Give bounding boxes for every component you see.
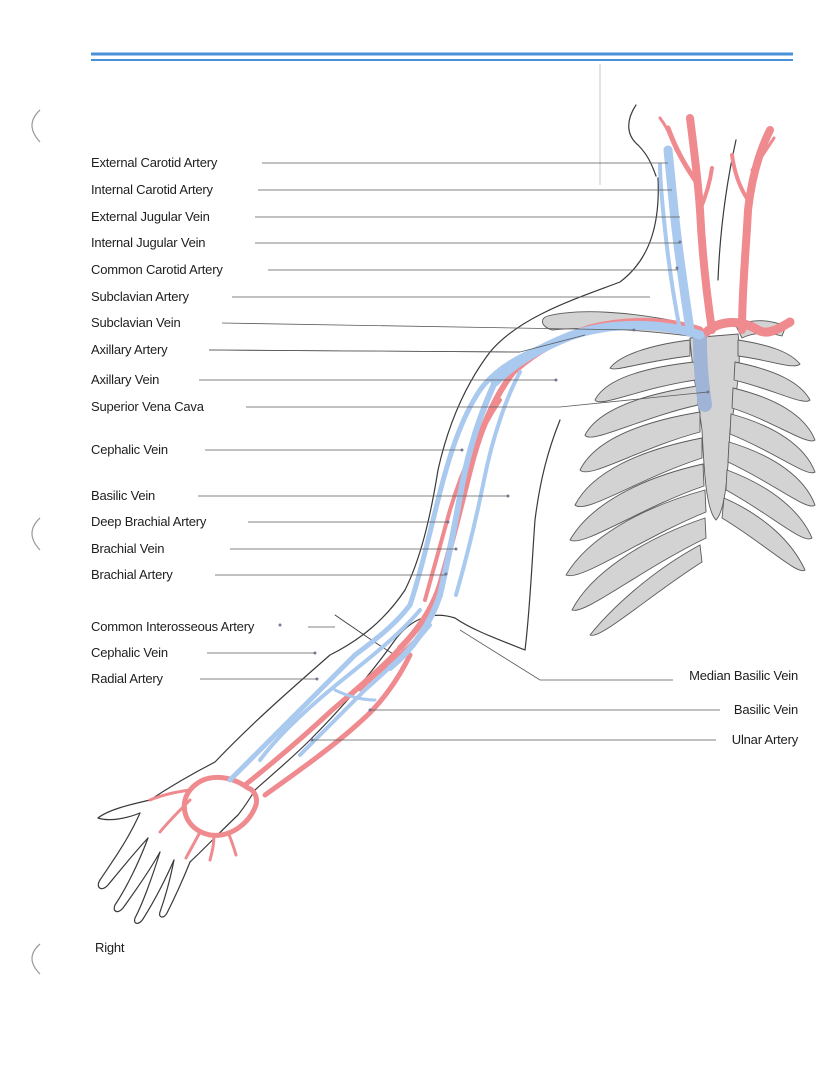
label-common-carotid-artery: Common Carotid Artery (91, 262, 223, 277)
label-common-interosseous-artery: Common Interosseous Artery (91, 619, 254, 634)
label-axillary-artery: Axillary Artery (91, 342, 167, 357)
label-brachial-artery: Brachial Artery (91, 567, 173, 582)
side-label: Right (95, 940, 124, 955)
header-rule (91, 54, 793, 60)
label-external-jugular-vein: External Jugular Vein (91, 209, 210, 224)
label-internal-jugular-vein: Internal Jugular Vein (91, 235, 205, 250)
label-basilic-vein-lower: Basilic Vein (734, 702, 798, 717)
label-basilic-vein-upper: Basilic Vein (91, 488, 155, 503)
label-deep-brachial-artery: Deep Brachial Artery (91, 514, 206, 529)
label-cephalic-vein-upper: Cephalic Vein (91, 442, 168, 457)
binder-hole-marks (32, 110, 40, 974)
label-superior-vena-cava: Superior Vena Cava (91, 399, 204, 414)
label-ulnar-artery: Ulnar Artery (732, 732, 798, 747)
label-subclavian-vein: Subclavian Vein (91, 315, 181, 330)
rib-cage (542, 312, 815, 636)
label-external-carotid-artery: External Carotid Artery (91, 155, 217, 170)
label-internal-carotid-artery: Internal Carotid Artery (91, 182, 213, 197)
label-cephalic-vein-lower: Cephalic Vein (91, 645, 168, 660)
label-brachial-vein: Brachial Vein (91, 541, 164, 556)
label-median-basilic-vein: Median Basilic Vein (689, 668, 798, 683)
label-radial-artery: Radial Artery (91, 671, 163, 686)
label-subclavian-artery: Subclavian Artery (91, 289, 189, 304)
label-axillary-vein: Axillary Vein (91, 372, 159, 387)
